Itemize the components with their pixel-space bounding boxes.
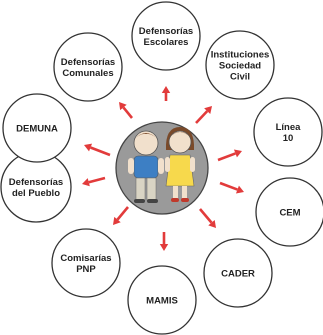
node-circle [51, 228, 121, 298]
arrow-defensorias-escolares-head [161, 86, 171, 93]
node-circle [255, 177, 323, 247]
node-circle [253, 97, 323, 167]
arrow-linea-10-head [233, 149, 242, 158]
node-label-line: Defensorías [61, 57, 115, 68]
node-label-line: Comisarías [60, 253, 111, 264]
arrow-defensorias-comunales-head [119, 102, 127, 111]
arrow-defensorias-del-pueblo-shaft [88, 176, 106, 184]
arrow-cem-shaft [219, 181, 238, 191]
node-label-line: Instituciones [211, 50, 270, 61]
center-children-icon [115, 121, 209, 215]
node-label-line: Defensorías [9, 177, 63, 188]
node-circle [131, 1, 201, 71]
arrow-comisarias-pnp-head [113, 216, 121, 225]
arrow-mamis-head [159, 244, 169, 251]
node-label-line: CEM [279, 208, 300, 219]
node-demuna: DEMUNA [2, 93, 72, 163]
node-circle [203, 238, 273, 308]
arrow-defensorias-comunales-shaft [122, 106, 134, 119]
girl-figure [165, 127, 195, 202]
node-cader: CADER [203, 238, 273, 308]
arrow-linea-10-shaft [217, 152, 236, 162]
node-label-line: Escolares [144, 37, 189, 48]
arrow-demuna-head [84, 143, 93, 152]
node-circle [53, 32, 123, 102]
node-label-line: Sociedad [219, 61, 261, 72]
node-label-line: DEMUNA [16, 124, 58, 135]
node-label-line: MAMIS [146, 296, 178, 307]
node-label-line: Comunales [62, 68, 113, 79]
node-label-line: PNP [76, 264, 96, 275]
node-label-line: Defensorías [139, 26, 193, 37]
arrow-instituciones-sociedad-civil-shaft [195, 110, 209, 124]
boy-figure [128, 130, 164, 203]
node-circle [205, 30, 275, 100]
arrow-comisarias-pnp-shaft [116, 206, 129, 221]
node-label-line: 10 [283, 133, 294, 144]
node-cem: CEM [255, 177, 323, 247]
node-label-line: Civil [230, 72, 250, 83]
node-label-line: Línea [276, 122, 302, 133]
node-circle [127, 265, 197, 335]
arrow-defensorias-del-pueblo-head [82, 178, 90, 187]
arrow-cader-shaft [199, 208, 213, 224]
arrow-demuna-shaft [90, 146, 111, 157]
node-circle [2, 93, 72, 163]
node-mamis: MAMIS [127, 265, 197, 335]
node-label-line: del Pueblo [12, 188, 60, 199]
arrow-instituciones-sociedad-civil-head [204, 106, 212, 114]
arrows-layer [82, 86, 244, 251]
arrow-cader-head [208, 219, 216, 228]
node-label-line: CADER [221, 269, 255, 280]
arrow-cem-head [235, 185, 244, 194]
